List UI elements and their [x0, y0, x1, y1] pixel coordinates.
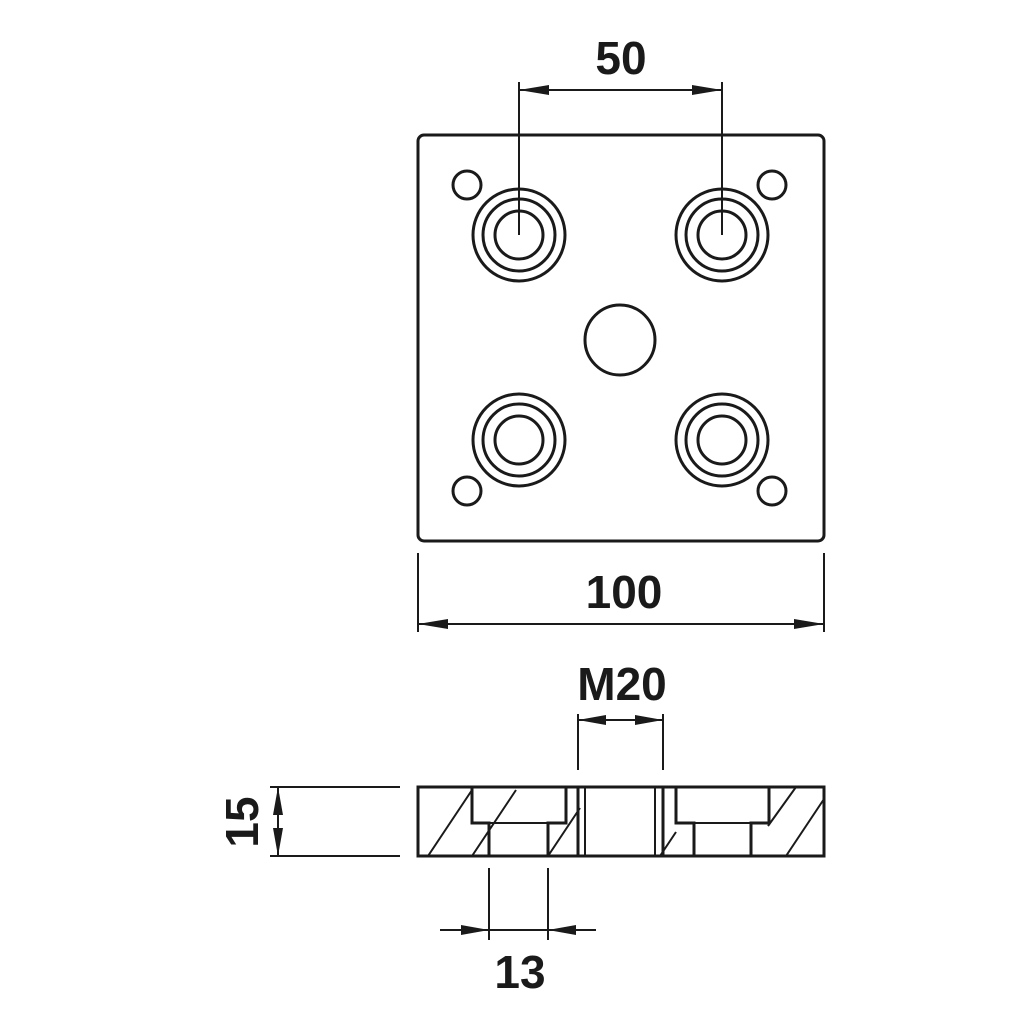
corner-hole-top-right	[756, 169, 788, 201]
dimension-thickness: 15	[216, 786, 400, 857]
corner-hole-bottom-left	[451, 475, 483, 507]
plate-outline	[416, 133, 826, 543]
corner-hole-top-left	[451, 169, 483, 201]
dimension-label-50: 50	[595, 32, 646, 84]
dimension-bore: 13	[440, 868, 596, 998]
dimension-hole-spacing: 50	[518, 32, 723, 235]
counterbore-bottom-left	[471, 392, 567, 488]
counterbore-bottom-right	[674, 392, 770, 488]
dimension-label-m20: M20	[577, 658, 666, 710]
corner-hole-bottom-right	[756, 475, 788, 507]
top-view: 50 100	[416, 32, 826, 632]
center-hole	[583, 303, 657, 377]
dimension-thread: M20	[577, 658, 667, 770]
dimension-label-100: 100	[586, 566, 663, 618]
dimension-label-13: 13	[494, 946, 545, 998]
dimension-plate-width: 100	[417, 553, 825, 632]
section-view: M20 15 13	[216, 658, 826, 998]
dimension-label-15: 15	[216, 796, 268, 847]
